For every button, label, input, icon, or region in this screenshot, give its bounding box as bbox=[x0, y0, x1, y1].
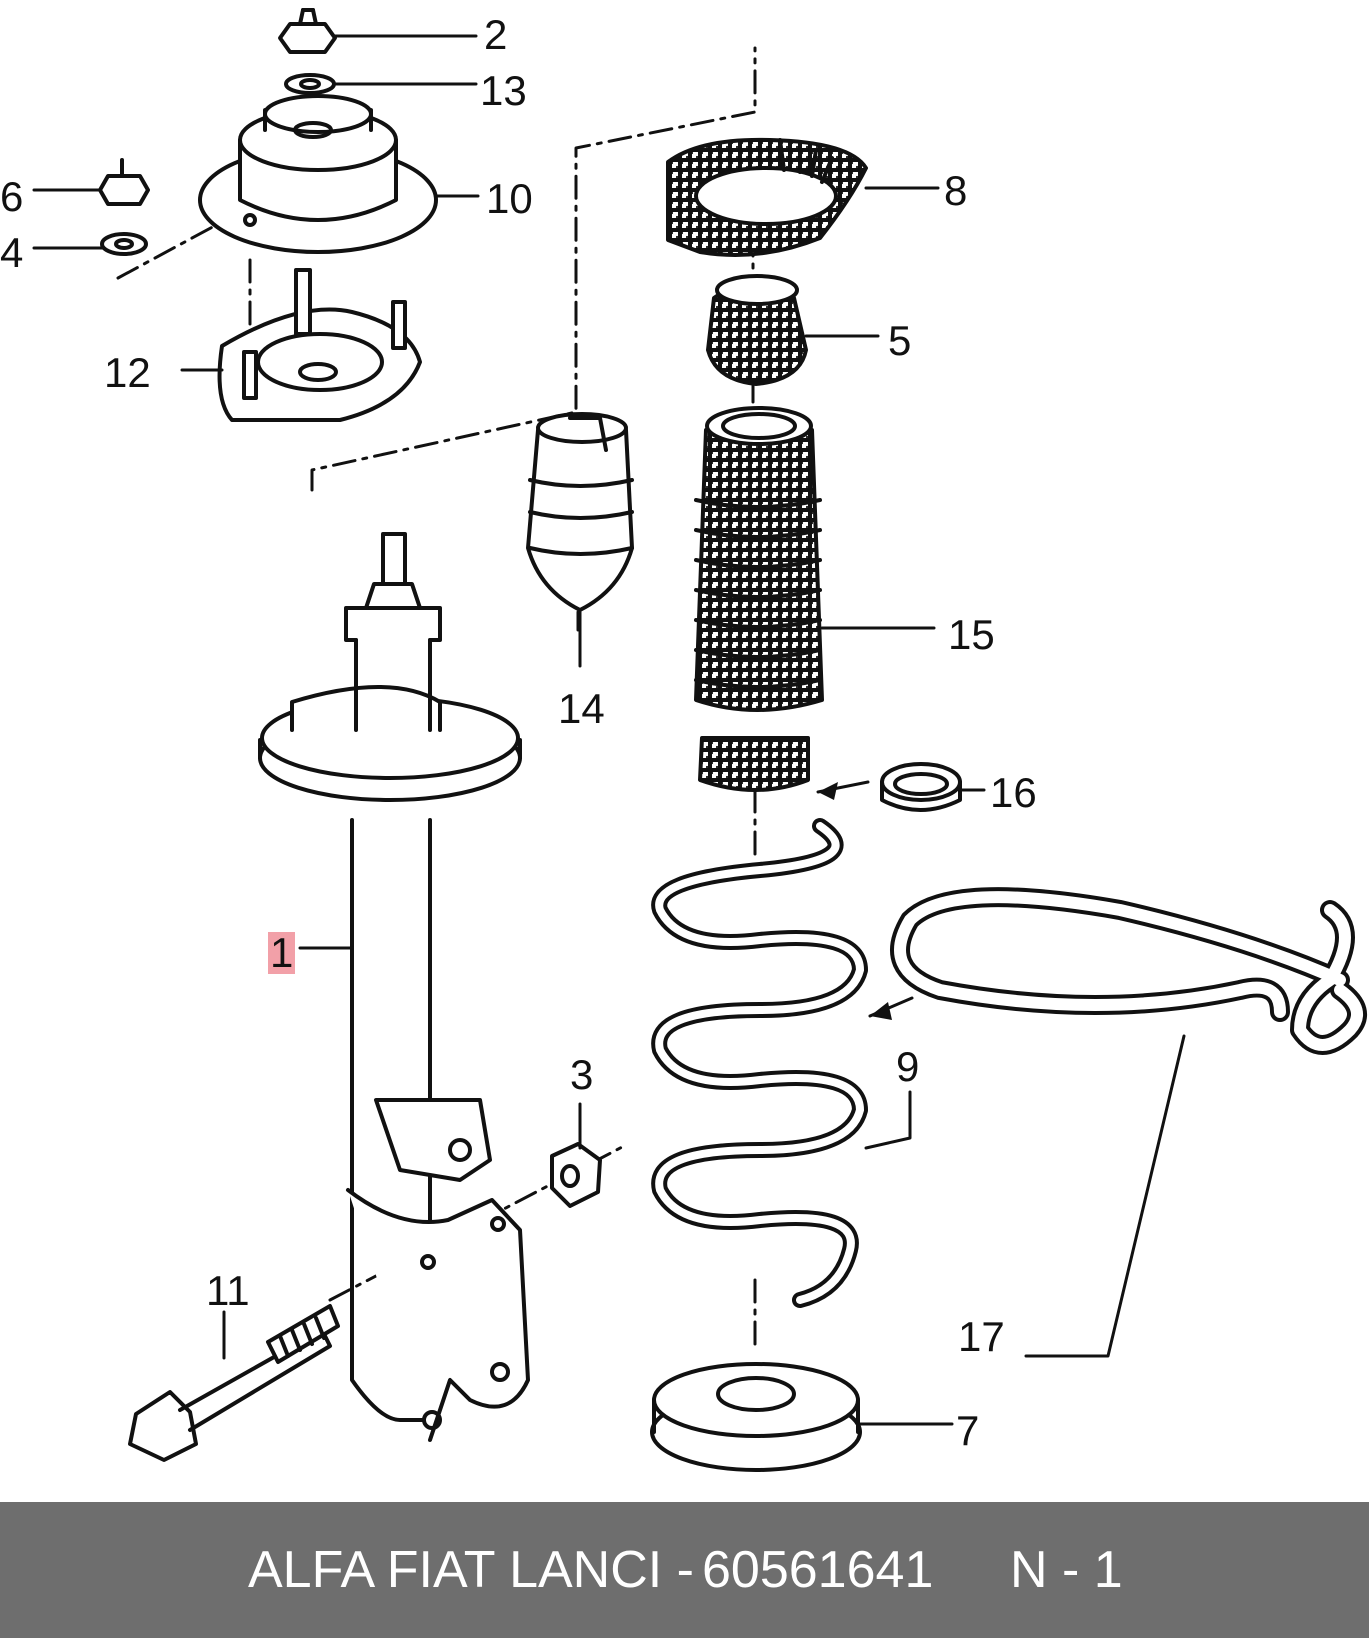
callout-15: 15 bbox=[948, 611, 995, 658]
callout-7: 7 bbox=[956, 1407, 980, 1454]
callout-2: 2 bbox=[484, 11, 508, 58]
callout-14: 14 bbox=[558, 685, 605, 732]
strut-1-shape bbox=[258, 532, 530, 1442]
buffer-5-shape bbox=[706, 274, 808, 386]
insulator-17-inner bbox=[894, 891, 1363, 1051]
nut-2-shape bbox=[278, 8, 337, 54]
callout-17: 17 bbox=[958, 1313, 1005, 1360]
exploded-parts-diagram: 2 13 6 10 8 4 5 12 15 14 16 1 3 9 11 17 … bbox=[0, 8, 1367, 1472]
callout-8: 8 bbox=[944, 167, 968, 214]
footer-part-number: 60561641 bbox=[702, 1541, 934, 1599]
callout-16: 16 bbox=[990, 769, 1037, 816]
bracket-12-shape bbox=[217, 268, 422, 422]
bump-stop-14-shape bbox=[526, 412, 634, 612]
callout-6: 6 bbox=[0, 173, 24, 220]
coil-spring-9-shape bbox=[651, 818, 868, 1308]
callout-1-highlighted: 1 bbox=[268, 929, 296, 976]
lower-seat-7-shape bbox=[650, 1362, 862, 1472]
callout-3: 3 bbox=[570, 1051, 594, 1098]
arrow-heads bbox=[818, 782, 892, 1020]
footer-bar: ALFA FIAT LANCI - 60561641 N - 1 bbox=[0, 1502, 1369, 1638]
callout-9: 9 bbox=[896, 1043, 920, 1090]
nut-6-shape bbox=[98, 158, 150, 206]
callout-13: 13 bbox=[480, 67, 527, 114]
washer-4-shape bbox=[100, 232, 148, 256]
leader-lines bbox=[32, 34, 1186, 1426]
callout-10: 10 bbox=[486, 175, 533, 222]
coil-spring-9-inner bbox=[655, 822, 864, 1304]
nut-3-shape bbox=[550, 1142, 602, 1208]
callout-5: 5 bbox=[888, 317, 912, 364]
ring-16-shape bbox=[880, 762, 962, 812]
bolt-11-shape bbox=[128, 1304, 340, 1462]
footer-brand: ALFA FIAT LANCI - bbox=[248, 1541, 694, 1599]
spring-seat-8-shape bbox=[666, 137, 868, 257]
washer-13-shape bbox=[284, 73, 336, 95]
callout-11: 11 bbox=[206, 1267, 250, 1314]
callout-12: 12 bbox=[104, 349, 151, 396]
insulator-17-shape bbox=[890, 887, 1367, 1055]
top-mount-10-shape bbox=[198, 94, 438, 254]
diagram-drawing bbox=[32, 8, 1367, 1472]
footer-page-indicator: N - 1 bbox=[1010, 1541, 1123, 1599]
dust-boot-15-shape bbox=[694, 406, 824, 792]
callout-4: 4 bbox=[0, 229, 24, 276]
